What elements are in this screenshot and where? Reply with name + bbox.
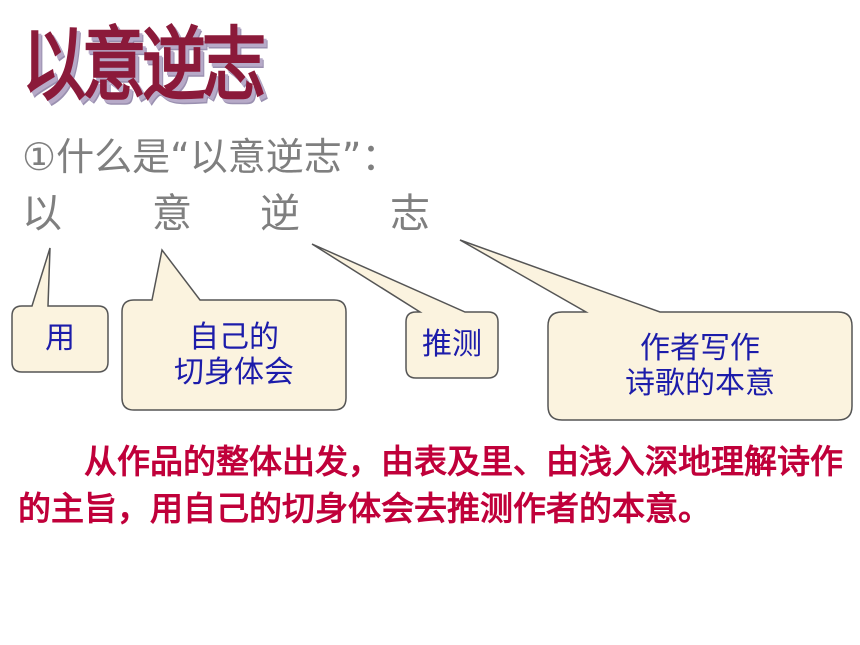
callout-label-yong: 用 xyxy=(45,321,75,357)
char-yi: 以 xyxy=(22,191,62,237)
slide-title: 以意逆志 xyxy=(22,19,266,113)
question-line: ①什么是“以意逆志”： xyxy=(22,135,400,179)
callout-label-tuice: 推测 xyxy=(422,327,482,363)
callout-label-benyi: 作者写作 诗歌的本意 xyxy=(625,330,775,401)
char-yi-intent: 意 xyxy=(152,191,192,237)
explanation-paragraph: 从作品的整体出发，由表及里、由浅入深地理解诗作的主旨，用自己的切身体会去推测作者… xyxy=(18,442,843,528)
callout-bubble-4 xyxy=(459,239,853,421)
char-ni: 逆 xyxy=(260,191,300,237)
callout-label-tishen: 自己的 切身体会 xyxy=(174,319,294,390)
callout-bubble-1 xyxy=(11,247,109,373)
char-zhi: 志 xyxy=(390,191,430,237)
callout-bubble-2 xyxy=(121,248,347,411)
callout-bubble-3 xyxy=(311,243,499,379)
